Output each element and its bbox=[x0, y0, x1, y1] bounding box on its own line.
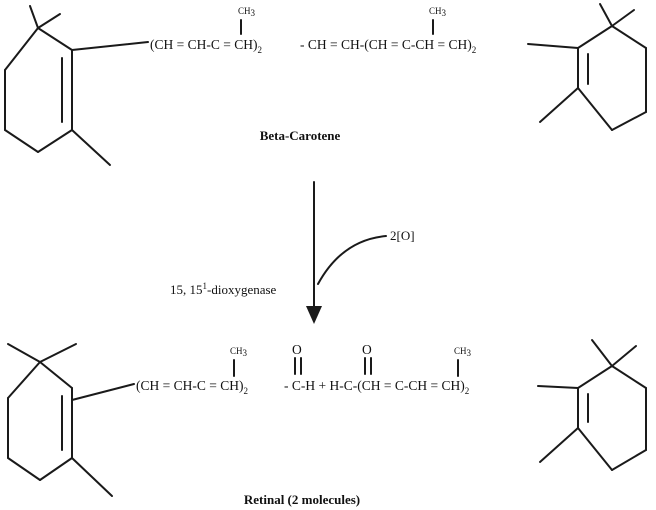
chain-segment-a: (CH = CH-C = CH)2 bbox=[150, 37, 262, 55]
beta-carotene-label: Beta-Carotene bbox=[260, 128, 341, 143]
methyl-label-4: CH3 bbox=[454, 346, 472, 358]
beta-carotene-left-ring bbox=[4, 5, 149, 166]
arrow-head bbox=[306, 306, 322, 324]
retinal-label: Retinal (2 molecules) bbox=[244, 492, 360, 507]
chain-segment-b: - CH = CH-(CH = C-CH = CH)2 bbox=[300, 37, 476, 55]
enzyme-label: 15, 151-dioxygenase bbox=[170, 281, 277, 297]
retinal-chain: CH3 CH3 O O (CH = CH-C = CH)2 - C-H + H-… bbox=[136, 342, 472, 396]
methyl-label-3: CH3 bbox=[230, 346, 248, 358]
beta-carotene-chain: CH3 CH3 (CH = CH-C = CH)2 - CH = CH-(CH … bbox=[150, 6, 476, 55]
methyl-label-1: CH3 bbox=[238, 6, 256, 18]
aldehyde-oxygen-2: O bbox=[362, 342, 372, 357]
aldehyde-oxygen-1: O bbox=[292, 342, 302, 357]
retinal-left-ring bbox=[7, 343, 135, 497]
methyl-label-2: CH3 bbox=[429, 6, 447, 18]
beta-carotene-right-ring bbox=[527, 3, 647, 131]
reagent-label: 2[O] bbox=[390, 228, 415, 243]
retinal-right-ring bbox=[537, 339, 647, 471]
reaction-arrow bbox=[306, 181, 387, 324]
chain-segment-d: - C-H + H-C-(CH = C-CH = CH)2 bbox=[284, 378, 469, 396]
chain-segment-c: (CH = CH-C = CH)2 bbox=[136, 378, 248, 396]
